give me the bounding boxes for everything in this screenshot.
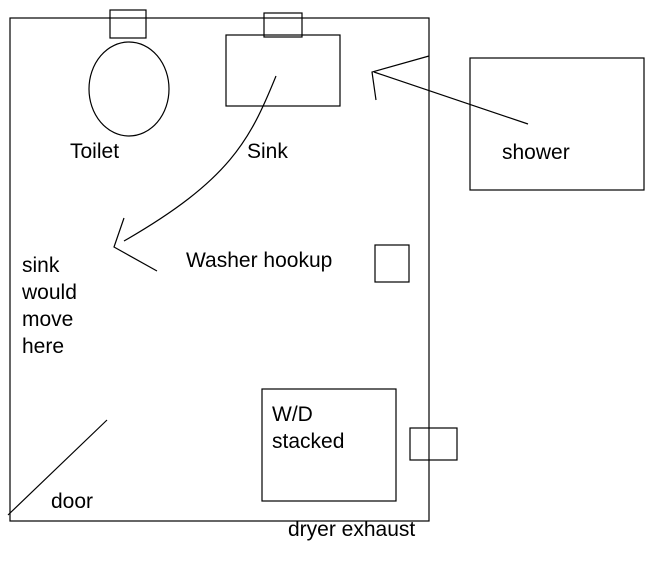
- shower-box: [469, 57, 645, 191]
- sink-move-arrow: [123, 75, 277, 242]
- washer-hookup-label: Washer hookup: [186, 249, 332, 272]
- dryer-exhaust-label: dryer exhaust: [288, 518, 415, 541]
- sink-faucet: [263, 12, 303, 38]
- sink-move-arrowhead: [113, 217, 158, 272]
- toilet-tank: [109, 9, 147, 39]
- shower-arrowhead: [371, 55, 430, 101]
- sink-move-label: sink would move here: [21, 254, 83, 358]
- washer-dryer-box: [261, 388, 397, 502]
- shower-arrow: [373, 71, 529, 125]
- toilet-label: Toilet: [70, 140, 119, 163]
- wd-line-1: W/D: [272, 403, 313, 426]
- washer-dryer-label: W/D stacked: [272, 403, 344, 453]
- sink-move-line-3: move: [22, 308, 73, 331]
- room-outline: [9, 17, 430, 522]
- sink-label: Sink: [247, 140, 288, 163]
- shower-label: shower: [502, 141, 570, 164]
- toilet-bowl: [88, 41, 170, 137]
- sink-move-line-4: here: [22, 335, 64, 358]
- sink-basin: [225, 34, 341, 107]
- dryer-exhaust-vent: [409, 427, 458, 461]
- sink-move-line-1: sink: [22, 254, 60, 277]
- washer-hookup-box: [374, 244, 410, 283]
- wd-line-2: stacked: [272, 430, 344, 453]
- door-label: door: [51, 490, 93, 513]
- door-swing-line: [7, 419, 108, 516]
- sink-move-line-2: would: [21, 281, 77, 304]
